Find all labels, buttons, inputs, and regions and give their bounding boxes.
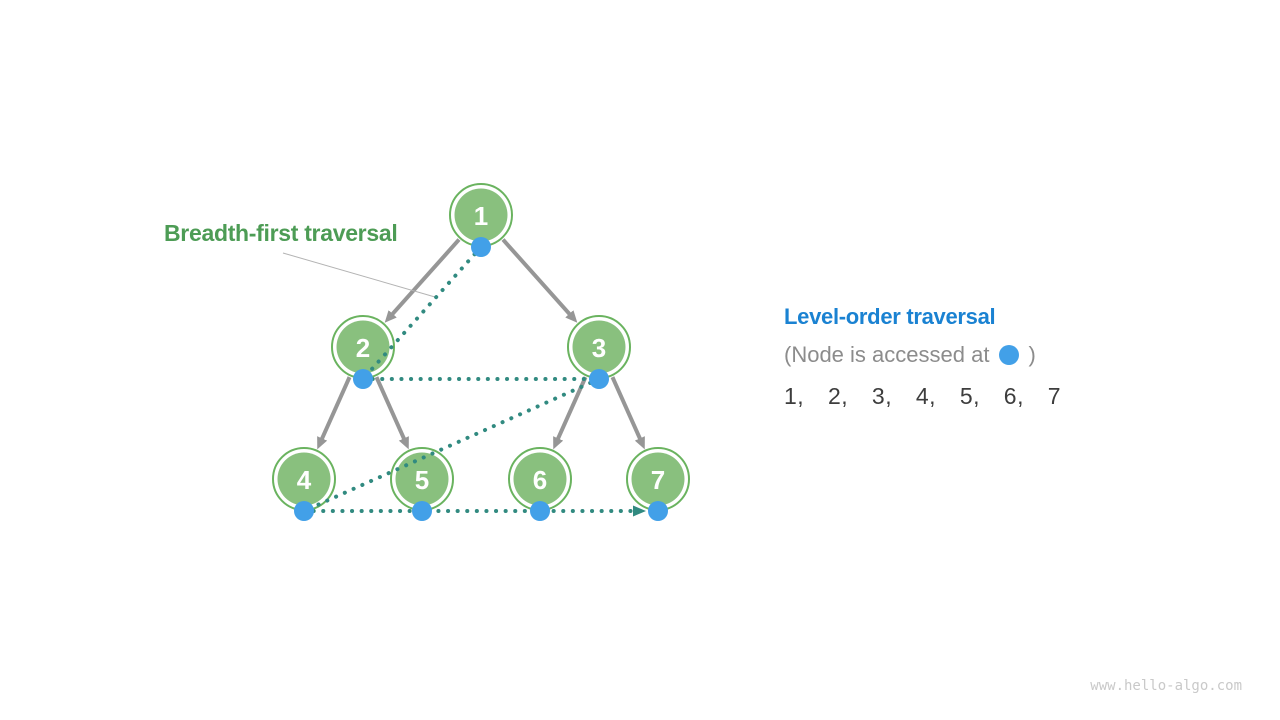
node-disk <box>631 452 685 506</box>
legend-block: Level-order traversal (Node is accessed … <box>784 306 1061 408</box>
node-disk <box>395 452 449 506</box>
access-dot-node-7 <box>648 501 668 521</box>
node-value-label: 7 <box>651 465 665 495</box>
node-value-label: 5 <box>415 465 429 495</box>
annotation-pointer-line <box>282 252 436 298</box>
legend-note: (Node is accessed at) <box>784 342 1061 368</box>
tree-edge-2-4 <box>317 376 352 450</box>
tree-node-2: 2 <box>331 315 395 379</box>
node-disk <box>277 452 331 506</box>
tree-node-1: 1 <box>449 183 513 247</box>
tree-edge-1-3 <box>501 238 578 323</box>
access-dot-node-4 <box>294 501 314 521</box>
traversal-sequence: 1, 2, 3, 4, 5, 6, 7 <box>784 383 1062 409</box>
node-disk <box>572 320 626 374</box>
node-value-label: 1 <box>474 201 488 231</box>
node-value-label: 3 <box>592 333 606 363</box>
traversal-path-segment-1 <box>361 245 483 381</box>
tree-node-6: 6 <box>508 447 572 511</box>
node-disk <box>336 320 390 374</box>
watermark: www.hello-algo.com <box>1090 678 1242 694</box>
access-dot-node-1 <box>471 237 491 257</box>
breadth-first-traversal-label: Breadth-first traversal <box>164 220 398 246</box>
tree-edge-2-5 <box>374 376 409 450</box>
node-value-label: 4 <box>297 465 312 495</box>
tree-node-7: 7 <box>626 447 690 511</box>
access-dot-icon <box>999 345 1020 365</box>
access-dot-node-2 <box>353 369 373 389</box>
legend-note-prefix: (Node is accessed at <box>784 342 990 367</box>
tree-node-4: 4 <box>272 447 336 511</box>
access-dot-node-6 <box>530 501 550 521</box>
node-value-label: 6 <box>533 465 547 495</box>
traversal-path-segment-3 <box>302 377 601 513</box>
legend-title: Level-order traversal <box>784 304 996 329</box>
access-dot-node-3 <box>589 369 609 389</box>
tree-node-3: 3 <box>567 315 631 379</box>
tree-edge-3-7 <box>610 376 645 450</box>
node-disk <box>454 188 508 242</box>
node-disk <box>513 452 567 506</box>
tree-edge-1-2 <box>384 238 461 323</box>
node-value-label: 2 <box>356 333 370 363</box>
legend-note-suffix: ) <box>1028 342 1036 367</box>
access-dot-node-5 <box>412 501 432 521</box>
